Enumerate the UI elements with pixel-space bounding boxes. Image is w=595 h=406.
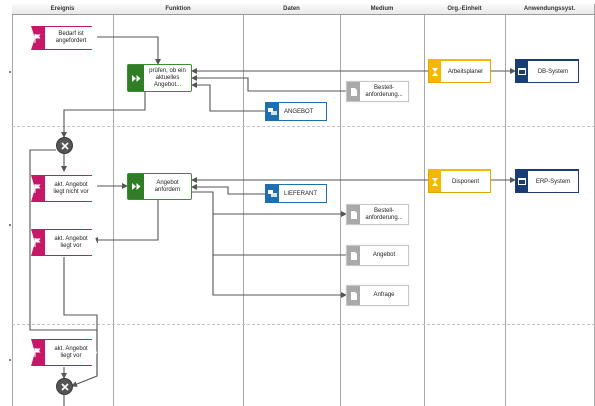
system-label: DB-System	[537, 68, 569, 75]
org-arbeitsplaner[interactable]: Arbeitsplaner	[428, 59, 491, 83]
document-label: Bestell-anforderung...	[365, 84, 403, 98]
lane-border	[505, 4, 506, 406]
header-anwendungssystem: Anwendungssyst.	[505, 4, 594, 15]
flag-icon	[31, 176, 45, 201]
org-disponent[interactable]: Disponent	[428, 169, 491, 193]
event-label: akt. Angebot liegt vor	[54, 235, 88, 249]
application-window-icon	[516, 61, 528, 82]
function-angebot-anfordern[interactable]: Angebot anfordern	[127, 173, 192, 200]
org-label: Arbeitsplaner	[447, 68, 484, 75]
function-label: Angebot anfordern	[154, 179, 181, 193]
event-label: akt. Angebot liegt nicht vor	[53, 181, 89, 195]
system-label: ERP-System	[535, 178, 571, 185]
document-icon	[347, 82, 360, 101]
data-label: LIEFERANT	[284, 190, 318, 197]
system-erp[interactable]: ERP-System	[515, 169, 579, 193]
person-icon	[429, 171, 441, 192]
org-label: Disponent	[451, 178, 480, 185]
section-separator	[12, 324, 595, 325]
data-angebot[interactable]: ANGEBOT	[265, 102, 327, 121]
document-angebot[interactable]: Angebot	[346, 245, 409, 266]
xor-connector-icon[interactable]	[56, 378, 73, 395]
lane-border	[243, 4, 244, 406]
document-anfrage[interactable]: Anfrage	[346, 285, 409, 306]
person-icon	[429, 61, 441, 82]
lane-border	[113, 4, 114, 406]
event-angebot-vor-1[interactable]: akt. Angebot liegt vor	[31, 229, 97, 256]
document-icon	[347, 205, 360, 224]
function-pruefen-angebot[interactable]: prüfen, ob ein aktuelles Angebot...	[127, 64, 192, 92]
header-daten: Daten	[243, 4, 340, 15]
document-label: Angebot	[372, 252, 396, 258]
event-angebot-nicht-vor[interactable]: akt. Angebot liegt nicht vor	[31, 175, 97, 202]
header-ereignis: Ereignis	[12, 4, 113, 15]
document-icon	[347, 286, 360, 305]
document-label: Bestell-anforderung...	[365, 207, 403, 221]
flag-icon	[31, 340, 45, 365]
document-icon	[347, 246, 360, 265]
document-bestellanforderung-2[interactable]: Bestell-anforderung...	[346, 204, 409, 225]
header-funktion: Funktion	[113, 4, 243, 15]
xor-connector-icon[interactable]	[56, 137, 73, 154]
document-bestellanforderung-1[interactable]: Bestell-anforderung...	[346, 81, 409, 102]
database-entity-icon	[266, 103, 279, 120]
section-separator	[12, 126, 595, 127]
lane-border	[424, 4, 425, 406]
document-label: Anfrage	[373, 292, 395, 298]
row-marker	[9, 359, 11, 361]
row-marker	[9, 71, 11, 73]
row-marker	[9, 224, 11, 226]
data-label: ANGEBOT	[284, 108, 314, 115]
function-label: prüfen, ob ein aktuelles Angebot...	[149, 67, 186, 88]
event-bedarf-angefordert[interactable]: Bedarf ist angefordert	[31, 26, 97, 50]
lane-border	[12, 4, 13, 406]
database-entity-icon	[266, 185, 279, 202]
lane-border	[340, 4, 341, 406]
event-label: Bedarf ist angefordert	[55, 31, 87, 44]
header-medium: Medium	[340, 4, 424, 15]
header-org-einheit: Org.-Einheit	[424, 4, 505, 15]
application-window-icon	[516, 171, 528, 192]
flag-icon	[31, 230, 45, 255]
system-db[interactable]: DB-System	[515, 59, 579, 83]
double-chevron-icon	[128, 65, 144, 91]
event-angebot-vor-2[interactable]: akt. Angebot liegt vor	[31, 339, 97, 366]
event-label: akt. Angebot liegt vor	[54, 345, 88, 359]
double-chevron-icon	[128, 174, 144, 199]
data-lieferant[interactable]: LIEFERANT	[265, 184, 327, 203]
flag-icon	[31, 27, 45, 49]
